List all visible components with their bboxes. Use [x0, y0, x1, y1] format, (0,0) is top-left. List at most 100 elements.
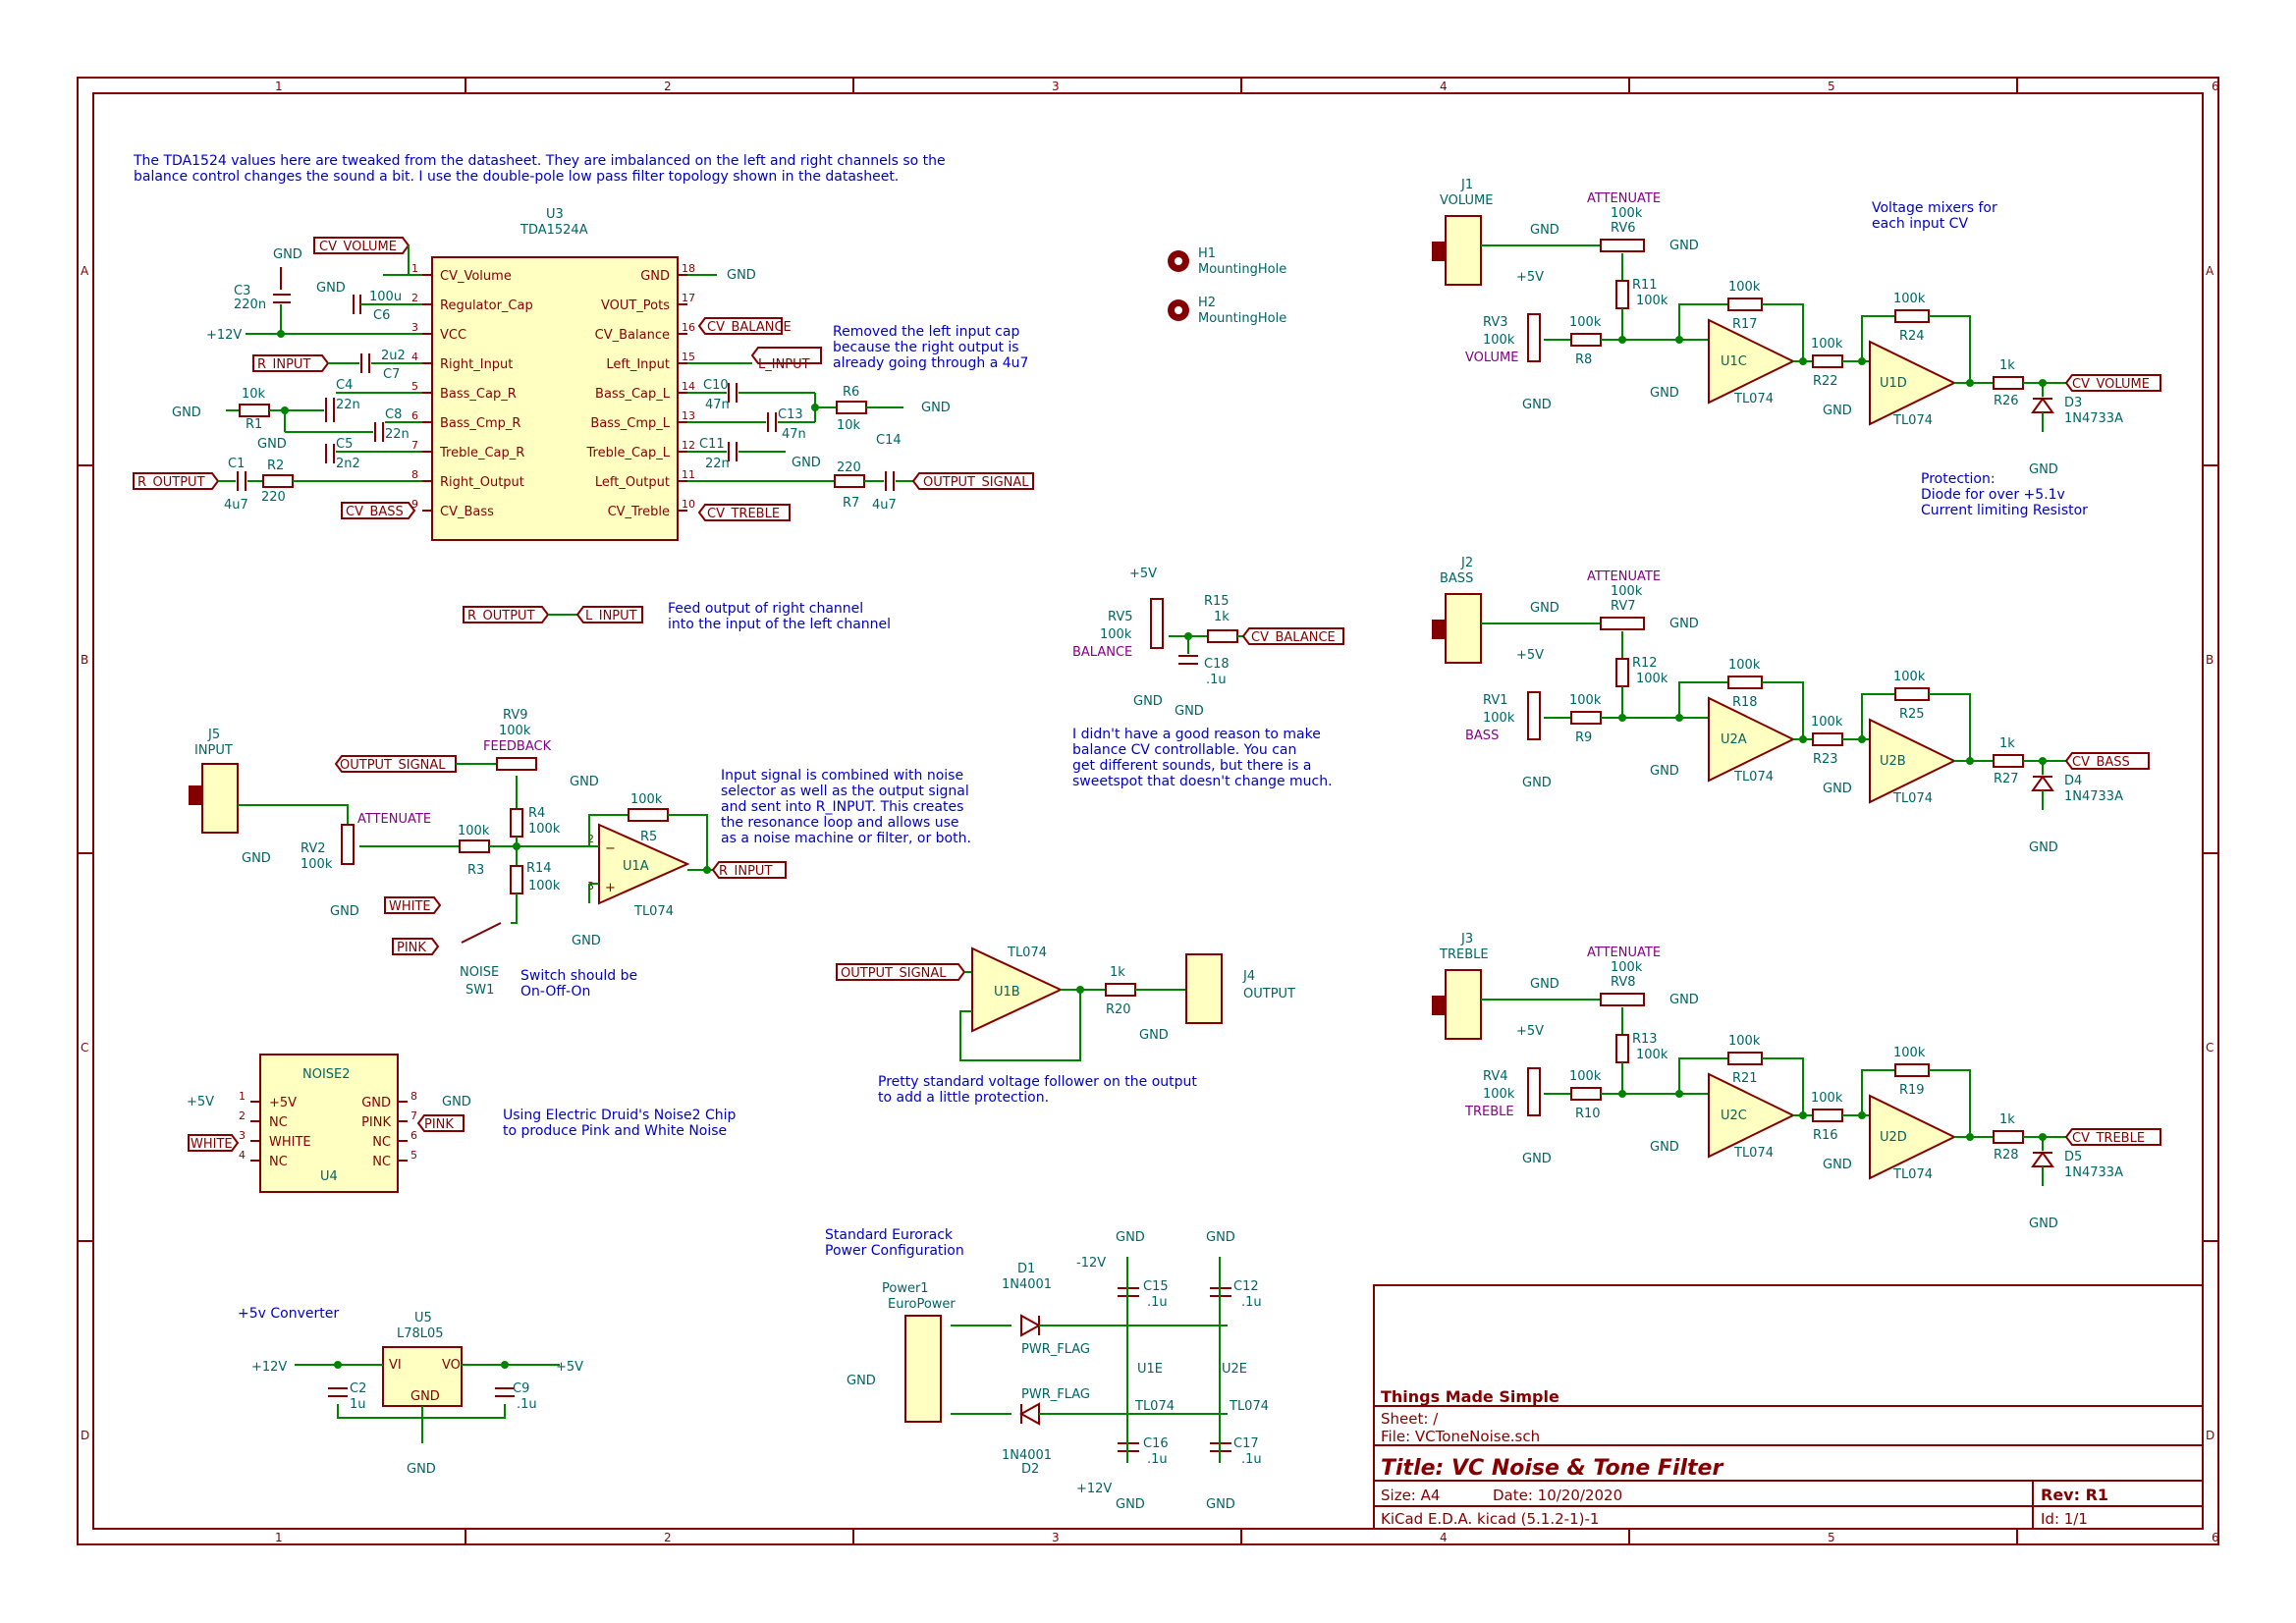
label-output-signal-u3: OUTPUT_SIGNAL — [923, 475, 1029, 490]
note-follower: Pretty standard voltage follower on the … — [878, 1074, 1197, 1090]
gnd-c3: GND — [273, 247, 302, 262]
r2-ref: R2 — [267, 459, 284, 473]
feed-link: R_OUTPUT L_INPUT Feed output of right ch… — [463, 601, 891, 632]
c6-ref: C6 — [373, 308, 390, 323]
j5-value: INPUT — [194, 743, 233, 758]
u3-tda1524a: U3 TDA1524A CV_Volume1Regulator_Cap2VCC3… — [411, 207, 695, 541]
u5-vi: VI — [389, 1358, 402, 1373]
power-5v-rv1: +5V — [1516, 648, 1544, 663]
u4-pinnum-right-4: 5 — [410, 1149, 417, 1162]
rv7-value: 100k — [1611, 584, 1643, 599]
note-noise-2: to produce Pink and White Noise — [503, 1123, 727, 1139]
c5-ref: C5 — [336, 437, 353, 452]
note-feed: Feed output of right channel — [668, 601, 863, 617]
balance-section: +5V RV5 100k BALANCE R15 1k CV_BALANCE C… — [1072, 567, 1344, 789]
r5-ref: R5 — [640, 830, 657, 844]
r12-value: 100k — [1636, 672, 1668, 686]
u3-pinnum-right-1: 18 — [682, 262, 695, 275]
attenuate-j2: ATTENUATE — [1587, 569, 1661, 584]
u3-ref: U3 — [546, 207, 564, 222]
gnd-r1: GND — [172, 406, 201, 420]
u1a-pin2: 2 — [587, 833, 594, 845]
r9-ref: R9 — [1575, 730, 1592, 745]
u3-left-network: CV_VOLUME GND C3 220n +12V GND C6 100u R… — [133, 237, 422, 519]
j3-ref: J3 — [1460, 932, 1473, 947]
gnd-rv7: GND — [1669, 617, 1699, 631]
row-label-a: A — [81, 264, 89, 278]
gnd-u1d: GND — [1823, 404, 1852, 418]
u3-pin-right-2: VOUT_Pots — [601, 298, 670, 313]
power-12v-u3: +12V — [206, 328, 242, 343]
u4-ref: U4 — [320, 1169, 338, 1184]
r16-ref: R16 — [1813, 1128, 1838, 1143]
u3-pinnum-left-4: 4 — [411, 351, 418, 363]
u3-pin-left-7: Treble_Cap_R — [439, 446, 524, 460]
gnd-rv5: GND — [1133, 694, 1163, 709]
u3-pin-right-7: Treble_Cap_L — [586, 446, 671, 460]
note-power: Standard Eurorack — [825, 1227, 954, 1243]
u3-pinnum-right-9: 10 — [682, 498, 695, 511]
rv5-ref: RV5 — [1108, 610, 1133, 624]
u1a-minus: − — [605, 841, 616, 856]
gnd-rv9: GND — [570, 775, 599, 789]
c14-ref: C14 — [876, 433, 902, 448]
u4-pinnum-left-3: 3 — [239, 1129, 246, 1142]
u1d-value: TL074 — [1892, 413, 1933, 428]
note-switch-2: On-Off-On — [520, 984, 590, 1000]
col-label-1: 1 — [275, 80, 283, 93]
c3-value: 220n — [234, 298, 266, 312]
u3-pinnum-right-5: 14 — [682, 380, 695, 393]
col-label-6-bottom: 6 — [2212, 1531, 2219, 1544]
c2-value: 1u — [350, 1397, 366, 1412]
rv4-ref: RV4 — [1483, 1069, 1508, 1084]
c13-value: 47n — [782, 427, 806, 442]
label-white-sw: WHITE — [389, 899, 431, 914]
r26-ref: R26 — [1994, 394, 2019, 408]
rv3-label: VOLUME — [1465, 351, 1518, 365]
power-12v-u5: +12V — [251, 1360, 287, 1375]
tb-title: Title: VC Noise & Tone Filter — [1381, 1456, 1723, 1481]
u2a-ref: U2A — [1721, 732, 1747, 747]
r25-ref: R25 — [1899, 707, 1925, 722]
j3-value: TREBLE — [1439, 947, 1489, 962]
c16-ref: C16 — [1143, 1436, 1169, 1451]
tb-company: Things Made Simple — [1381, 1387, 1559, 1406]
u5-gnd: GND — [410, 1389, 440, 1404]
power-5v-u4: +5V — [187, 1095, 214, 1109]
col-label-6: 6 — [2212, 80, 2219, 93]
r14-ref: R14 — [526, 861, 552, 876]
label-cv-volume-mixer: CV_VOLUME — [2072, 377, 2150, 392]
power-5v-rv3: +5V — [1516, 270, 1544, 285]
u3-pinnum-right-4: 15 — [682, 351, 695, 363]
u3-pin-right-9: CV_Treble — [608, 505, 670, 519]
note-protection-2: Diode for over +5.1v — [1921, 487, 2065, 503]
r23-value: 100k — [1811, 715, 1843, 730]
col-label-4: 4 — [1440, 80, 1448, 93]
note-mixers: Voltage mixers for — [1872, 200, 1997, 216]
rv2-ref: RV2 — [301, 841, 326, 856]
u3-pin-right-8: Left_Output — [595, 475, 670, 490]
j1-ref: J1 — [1460, 178, 1473, 192]
u4-value: NOISE2 — [302, 1067, 351, 1082]
u5-ref: U5 — [414, 1311, 432, 1325]
gnd-u2b: GND — [1823, 782, 1852, 796]
power1-value: EuroPower — [888, 1297, 956, 1312]
rv4-value: 100k — [1483, 1087, 1515, 1102]
u2e-ref: U2E — [1222, 1362, 1247, 1377]
r2-value: 220 — [261, 490, 286, 505]
row-label-b-right: B — [2206, 653, 2214, 667]
r21-value: 100k — [1728, 1034, 1761, 1049]
sw1-value: NOISE — [460, 965, 499, 980]
u3-pin-right-3: CV_Balance — [595, 328, 670, 343]
gnd-power1: GND — [847, 1374, 876, 1388]
r22-value: 100k — [1811, 337, 1843, 352]
u4-pinnum-left-1: 1 — [239, 1090, 246, 1103]
d2-value: 1N4001 — [1002, 1448, 1052, 1463]
rv2-label: ATTENUATE — [357, 812, 431, 827]
u3-pinnum-right-7: 12 — [682, 439, 695, 452]
rv8-value: 100k — [1611, 960, 1643, 975]
sw1-ref: SW1 — [465, 983, 494, 998]
r15-value: 1k — [1214, 610, 1230, 624]
label-cv-treble-mixer: CV_TREBLE — [2072, 1131, 2145, 1146]
u4-pin-right-4: NC — [372, 1155, 391, 1169]
